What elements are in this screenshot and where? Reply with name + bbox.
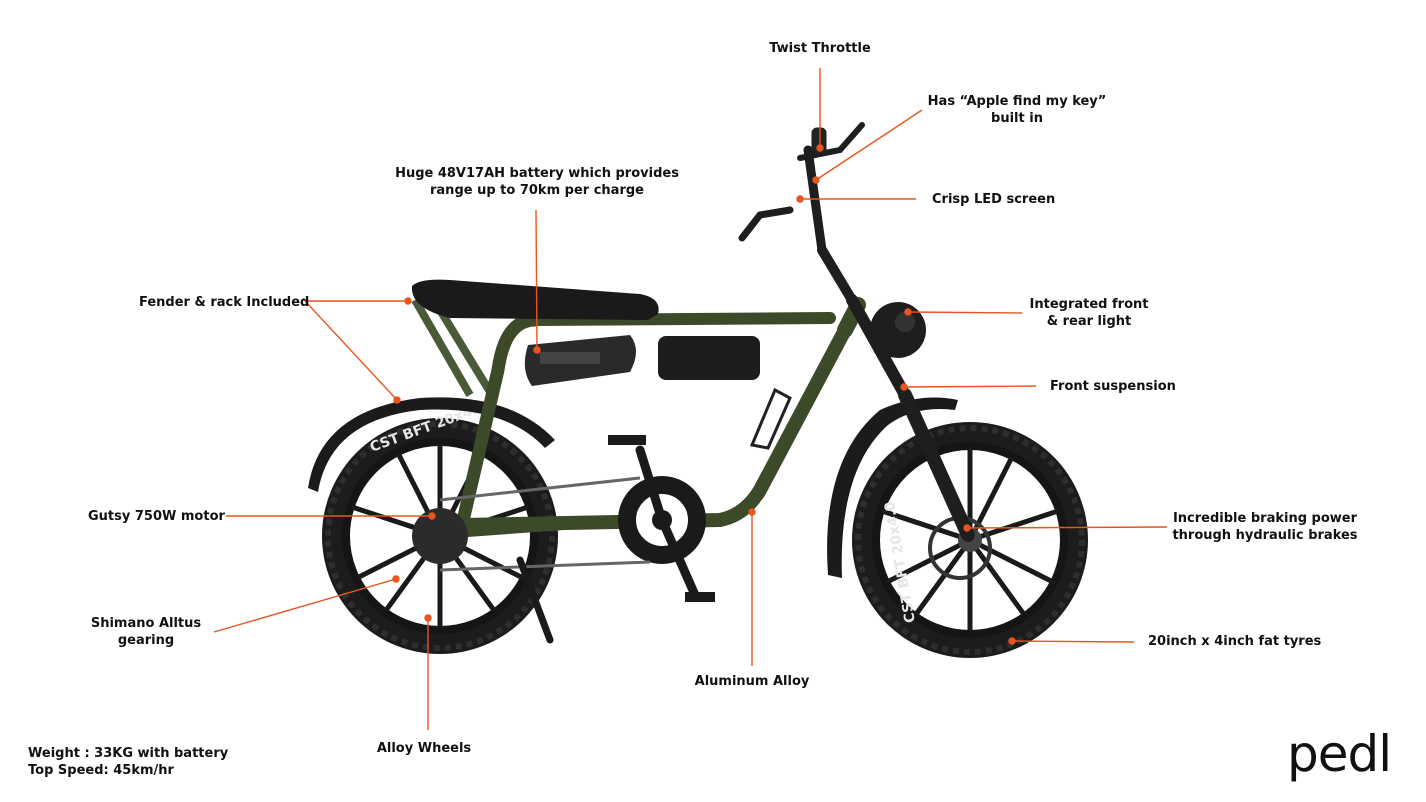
- leader-apple-find: [815, 109, 923, 181]
- bottle-cage: [749, 387, 792, 450]
- headlight: [870, 302, 926, 358]
- spec-weight: Weight : 33KG with battery: [28, 746, 229, 761]
- kickstand: [516, 556, 554, 644]
- callout-aluminum-text: Aluminum Alloy: [694, 674, 810, 689]
- rear-fender: [308, 397, 555, 492]
- callout-brakes-line2: through hydraulic brakes: [1172, 528, 1358, 543]
- callout-brakes-line1: Incredible braking power: [1172, 511, 1358, 526]
- callout-gearing-line1: Shimano Alltus: [90, 616, 202, 631]
- leader-brakes: [966, 526, 1168, 529]
- callout-light: Integrated front & rear light: [1030, 296, 1149, 330]
- drivetrain: [412, 435, 715, 602]
- callout-motor: Gutsy 750W motor: [88, 508, 225, 525]
- frame-bag: [658, 336, 760, 380]
- brand-logo: pedl: [1287, 725, 1392, 783]
- callout-tyres: 20inch x 4inch fat tyres: [1148, 633, 1321, 650]
- bike-illustration: CST BFT 20x4.0 CST BFT 20x4.0: [308, 122, 1088, 658]
- callout-alloy-wheels: Alloy Wheels: [377, 740, 471, 757]
- leader-battery: [535, 209, 538, 351]
- leader-fender: [303, 300, 408, 401]
- specs-block: Weight : 33KG with battery Top Speed: 45…: [28, 745, 228, 779]
- callout-fender-rack-text: Fender & rack Included: [139, 295, 310, 310]
- callout-twist-throttle: Twist Throttle: [769, 40, 871, 57]
- frame: [435, 297, 866, 541]
- callout-aluminum: Aluminum Alloy: [695, 673, 810, 690]
- callout-battery-line1: Huge 48V17AH battery which provides: [395, 166, 679, 181]
- callout-apple-find-line1: Has “Apple find my key”: [927, 94, 1107, 109]
- callout-battery-line2: range up to 70km per charge: [430, 183, 644, 198]
- callout-light-line2: & rear light: [1046, 314, 1132, 329]
- callout-twist-throttle-text: Twist Throttle: [769, 41, 871, 56]
- handlebar: [738, 122, 865, 255]
- leader-suspension: [903, 385, 1037, 388]
- callout-front-suspension-text: Front suspension: [1050, 379, 1176, 394]
- seat: [411, 279, 659, 320]
- callout-led-screen: Crisp LED screen: [932, 191, 1055, 208]
- leader-gearing: [213, 578, 397, 633]
- callout-fender-rack: Fender & rack Included: [139, 294, 309, 311]
- brand-logo-text: pedl: [1287, 725, 1392, 783]
- leader-light: [907, 311, 1023, 314]
- callout-alloy-wheels-text: Alloy Wheels: [376, 741, 472, 756]
- callout-battery: Huge 48V17AH battery which provides rang…: [395, 165, 679, 199]
- callout-apple-find: Has “Apple find my key” built in: [928, 93, 1107, 127]
- front-fender: [827, 397, 958, 578]
- battery: [524, 335, 636, 386]
- callout-gearing-line2: gearing: [117, 633, 175, 648]
- callout-light-line1: Integrated front: [1029, 297, 1149, 312]
- callout-front-suspension: Front suspension: [1050, 378, 1176, 395]
- callout-gearing: Shimano Alltus gearing: [91, 615, 201, 649]
- rear-rack: [411, 297, 499, 403]
- leader-tyres: [1011, 640, 1135, 643]
- leader-lines: [213, 68, 1168, 730]
- callout-motor-text: Gutsy 750W motor: [88, 509, 225, 524]
- spec-top-speed: Top Speed: 45km/hr: [28, 763, 174, 778]
- callout-brakes: Incredible braking power through hydraul…: [1172, 510, 1357, 544]
- callout-tyres-text: 20inch x 4inch fat tyres: [1148, 634, 1322, 649]
- callout-apple-find-line2: built in: [991, 111, 1043, 126]
- callout-led-screen-text: Crisp LED screen: [932, 192, 1056, 207]
